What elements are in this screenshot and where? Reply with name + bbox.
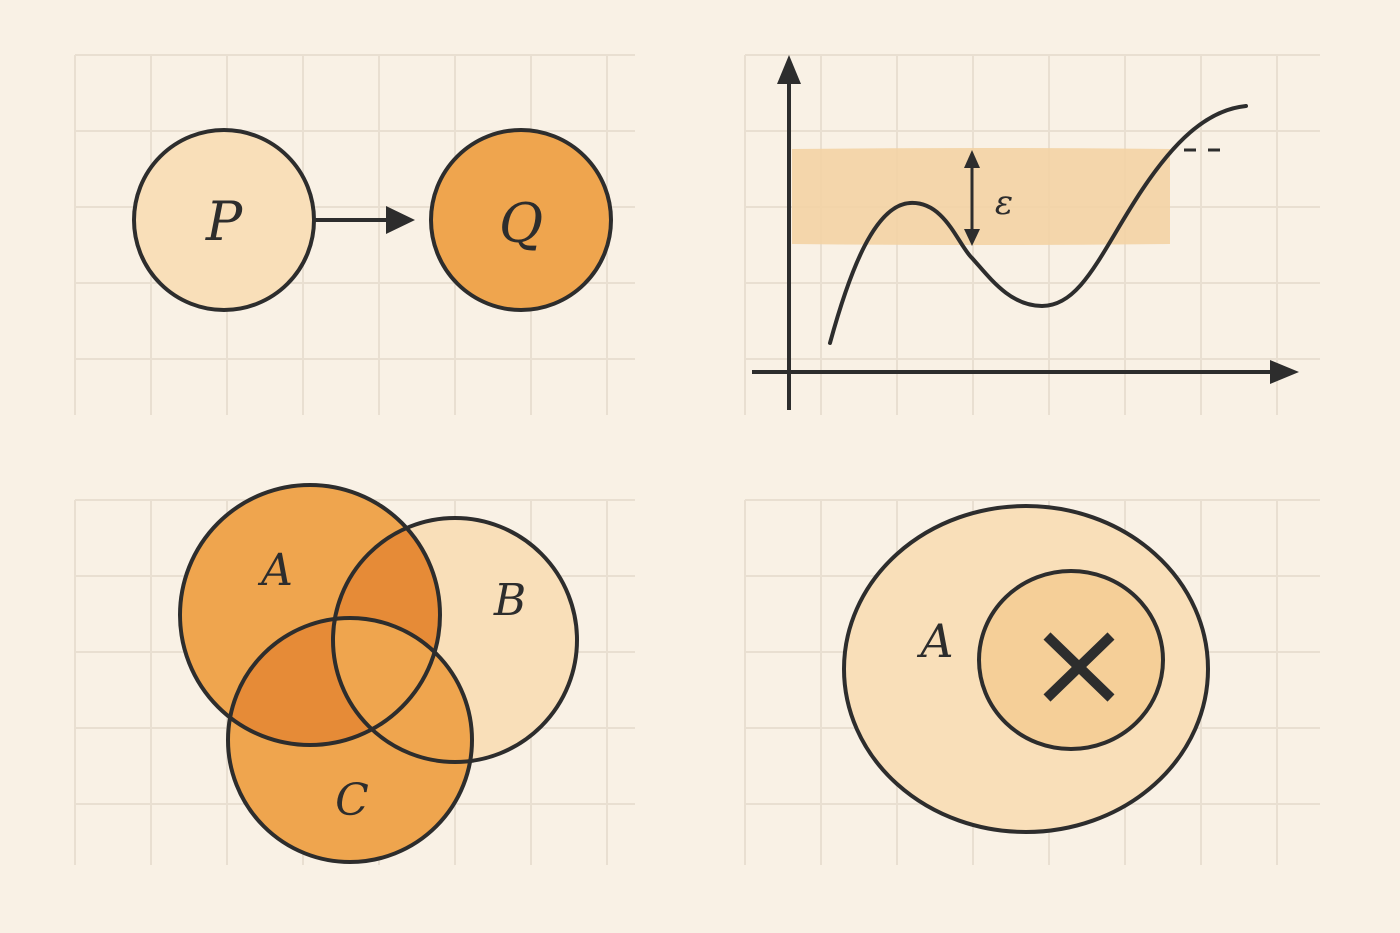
venn-outline-a — [178, 483, 442, 747]
excluded-point-diagram: A — [842, 504, 1210, 834]
circle-q — [429, 128, 613, 312]
label-p: P — [205, 190, 244, 253]
label-q: Q — [499, 192, 543, 255]
epsilon-band — [792, 148, 1170, 245]
venn-diagram: A B C — [178, 483, 579, 864]
function-curve — [828, 104, 1248, 345]
epsilon-band-plot: ε — [752, 55, 1299, 410]
venn-label-a: A — [257, 545, 293, 596]
cross-icon — [1043, 632, 1115, 702]
x-axis-arrow-head — [1270, 360, 1299, 384]
implication-diagram: P Q — [132, 128, 613, 312]
implication-arrow-head — [386, 206, 415, 234]
y-axis-arrow-head — [777, 55, 801, 84]
set-a-label: A — [916, 614, 953, 668]
venn-label-c: C — [335, 775, 369, 826]
venn-outline-b — [331, 516, 579, 764]
epsilon-marker-arrow-up — [964, 150, 980, 168]
venn-outline-c — [226, 616, 474, 864]
epsilon-label: ε — [995, 183, 1013, 223]
epsilon-marker-arrow-down — [964, 229, 980, 246]
venn-label-b: B — [493, 575, 526, 626]
